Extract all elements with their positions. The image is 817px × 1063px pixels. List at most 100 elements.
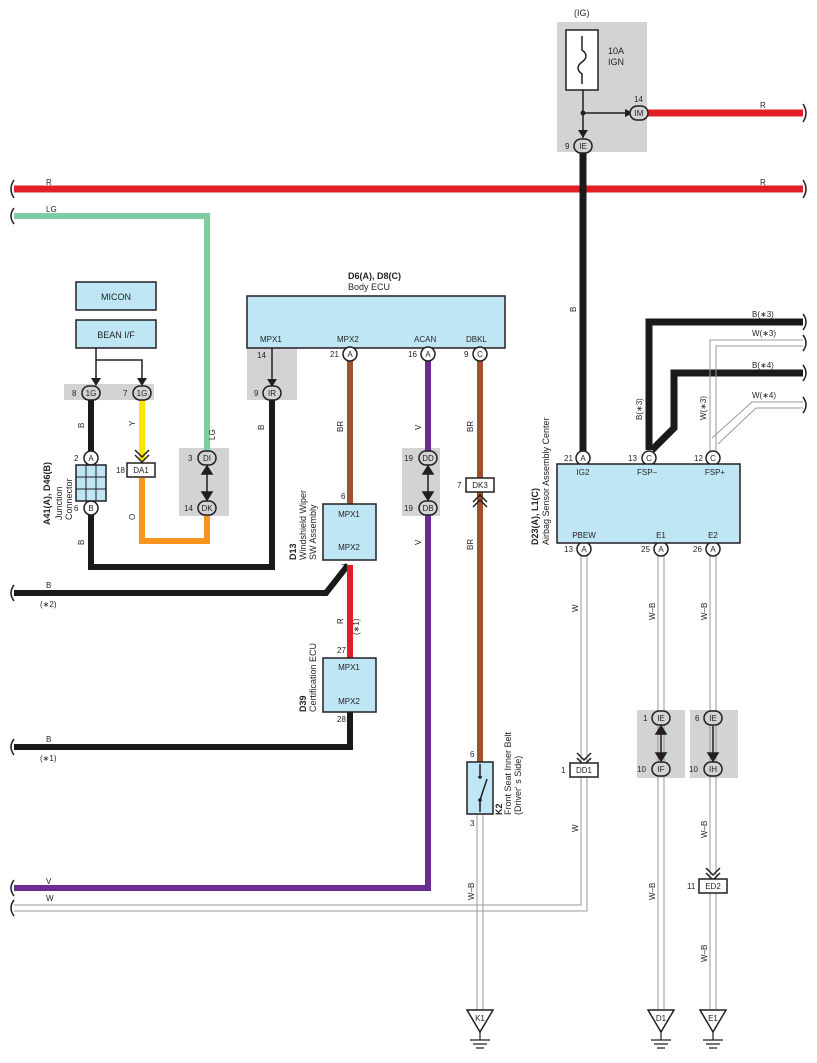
wire-o: [139, 478, 210, 544]
wiper-line1: Windshield Wiper: [298, 490, 308, 560]
ecu-pin-acan: ACAN: [414, 335, 436, 344]
wire-b-star2: [14, 563, 351, 596]
ecu-pin-mpx2: MPX2: [337, 335, 359, 344]
da1-box: [126, 462, 156, 478]
wire-label-r-right: R: [760, 178, 766, 187]
wire-wb-e2: [709, 552, 717, 1010]
wire-label-br-mpx2: BR: [336, 421, 345, 432]
junction-box: [75, 464, 107, 502]
dd1-box: [569, 762, 599, 778]
connector-pills: [81, 105, 723, 777]
term-ie-1: 1: [643, 714, 648, 723]
junction-line2: Connector: [64, 478, 74, 520]
label-ir: IR: [268, 389, 276, 398]
wire-label-w: W: [46, 894, 54, 903]
ground-e1: E1: [698, 1009, 728, 1049]
body-ecu: D6(A), D8(C) Body ECU MPX1 MPX2 ACAN DBK…: [246, 271, 506, 387]
wire-b-star1: [14, 712, 353, 750]
conn-1g-b: [132, 385, 152, 401]
term-airbag-21: 21: [564, 454, 573, 463]
term-ie: 9: [565, 142, 570, 151]
wire-label-b-ig2: B: [569, 307, 578, 312]
term-dd-19: 19: [404, 454, 413, 463]
wire-label-r-im: R: [760, 101, 766, 110]
term-dd1-1: 1: [561, 766, 566, 775]
ecu-circle-label-mpx2: A: [347, 350, 353, 359]
wire-label-wb-ih: W–B: [700, 821, 709, 838]
term-airbag-13: 13: [628, 454, 637, 463]
cert-line1: Certification ECU: [308, 643, 318, 712]
wire-label-wb-e2: W–B: [700, 603, 709, 620]
term-belt-3: 3: [470, 819, 475, 828]
wire-label-wb-if: W–B: [648, 883, 657, 900]
belt-line1: Front Seat Inner Belt: [503, 731, 513, 815]
junction-circle-label-b: B: [88, 504, 93, 513]
wires: [14, 109, 803, 891]
airbag-circle-label-e1: A: [658, 545, 664, 554]
wire-label-b4: B(∗4): [752, 361, 774, 370]
dd1-label: DD1: [576, 766, 593, 775]
conn-im: [629, 105, 649, 121]
term-db-19: 19: [404, 504, 413, 513]
bean-arrow-1: [91, 378, 101, 386]
wire-label-b-ir: B: [257, 425, 266, 430]
fuse-rating: 10A: [608, 46, 624, 56]
terminal-numbers: 14 9 14 9 21 16 9 8 7 2 6 18 3 14 19 19 …: [72, 95, 703, 891]
wire-label-b3-vert: B(∗3): [635, 398, 644, 420]
wire-label-w-pbew: W: [571, 604, 580, 612]
fuse-name: IGN: [608, 57, 624, 67]
wire-ends: [10, 103, 807, 917]
wire-label-lg: LG: [46, 205, 57, 214]
term-ecu-14: 14: [257, 351, 266, 360]
label-if: IF: [657, 765, 664, 774]
term-1g-7: 7: [123, 389, 128, 398]
wire-label-br-dbkl: BR: [466, 421, 475, 432]
wire-wb-e1: [657, 552, 665, 1010]
term-cert-27: 27: [337, 646, 346, 655]
conn-ie-top: [573, 138, 593, 154]
term-cert-28: 28: [337, 715, 346, 724]
fuse-ign: (IG) 10A IGN: [565, 8, 633, 138]
label-ie-top: IE: [579, 142, 587, 151]
wire-label-b3: B(∗3): [752, 310, 774, 319]
wire-wb-k1: [476, 815, 484, 1010]
wire-b-star4: [649, 369, 803, 453]
wire-note-star2: (∗2): [40, 600, 57, 609]
term-airbag-26: 26: [693, 545, 702, 554]
wire-label-v-db: V: [414, 539, 423, 545]
term-airbag-13b: 13: [564, 545, 573, 554]
belt-contact-top: [478, 775, 482, 779]
term-dk-14: 14: [184, 504, 193, 513]
label-ie-1: IE: [657, 714, 665, 723]
label-dd: DD: [422, 454, 434, 463]
airbag-pin-fspm: FSP–: [637, 468, 658, 477]
wiper-pin1: MPX1: [338, 510, 360, 519]
junction-line1: Junction: [54, 486, 64, 520]
wiper-pin2: MPX2: [338, 543, 360, 552]
wire-label-b-junction: B: [77, 423, 86, 428]
thin-wires: [14, 339, 803, 1010]
wire-note-r-star1: (∗1): [352, 618, 361, 635]
wire-label-br-belt: BR: [466, 539, 475, 550]
ecu-circle-label-dbkl: C: [477, 350, 483, 359]
ecu-mpx1-arrow: [267, 379, 277, 387]
ground-d1: D1: [646, 1009, 676, 1049]
airbag-box: [556, 463, 741, 544]
term-junction-6: 6: [74, 504, 79, 513]
cert-box: [322, 657, 377, 713]
label-ie-2: IE: [709, 714, 717, 723]
wire-label-wb-e1: W–B: [648, 603, 657, 620]
airbag-pin-e2: E2: [708, 531, 718, 540]
micon-box: [75, 281, 157, 311]
body-ecu-code: D6(A), D8(C): [348, 271, 401, 281]
term-airbag-12: 12: [694, 454, 703, 463]
label-1g-b: 1G: [137, 389, 148, 398]
wire-label-w4: W(∗4): [752, 391, 776, 400]
grounds: K1 D1 E1: [465, 1009, 728, 1049]
wire-lg: [14, 213, 210, 452]
ed2-label: ED2: [705, 882, 721, 891]
term-im: 14: [634, 95, 643, 104]
ecu-circle-acan: [420, 346, 436, 362]
term-junction-2: 2: [74, 454, 79, 463]
